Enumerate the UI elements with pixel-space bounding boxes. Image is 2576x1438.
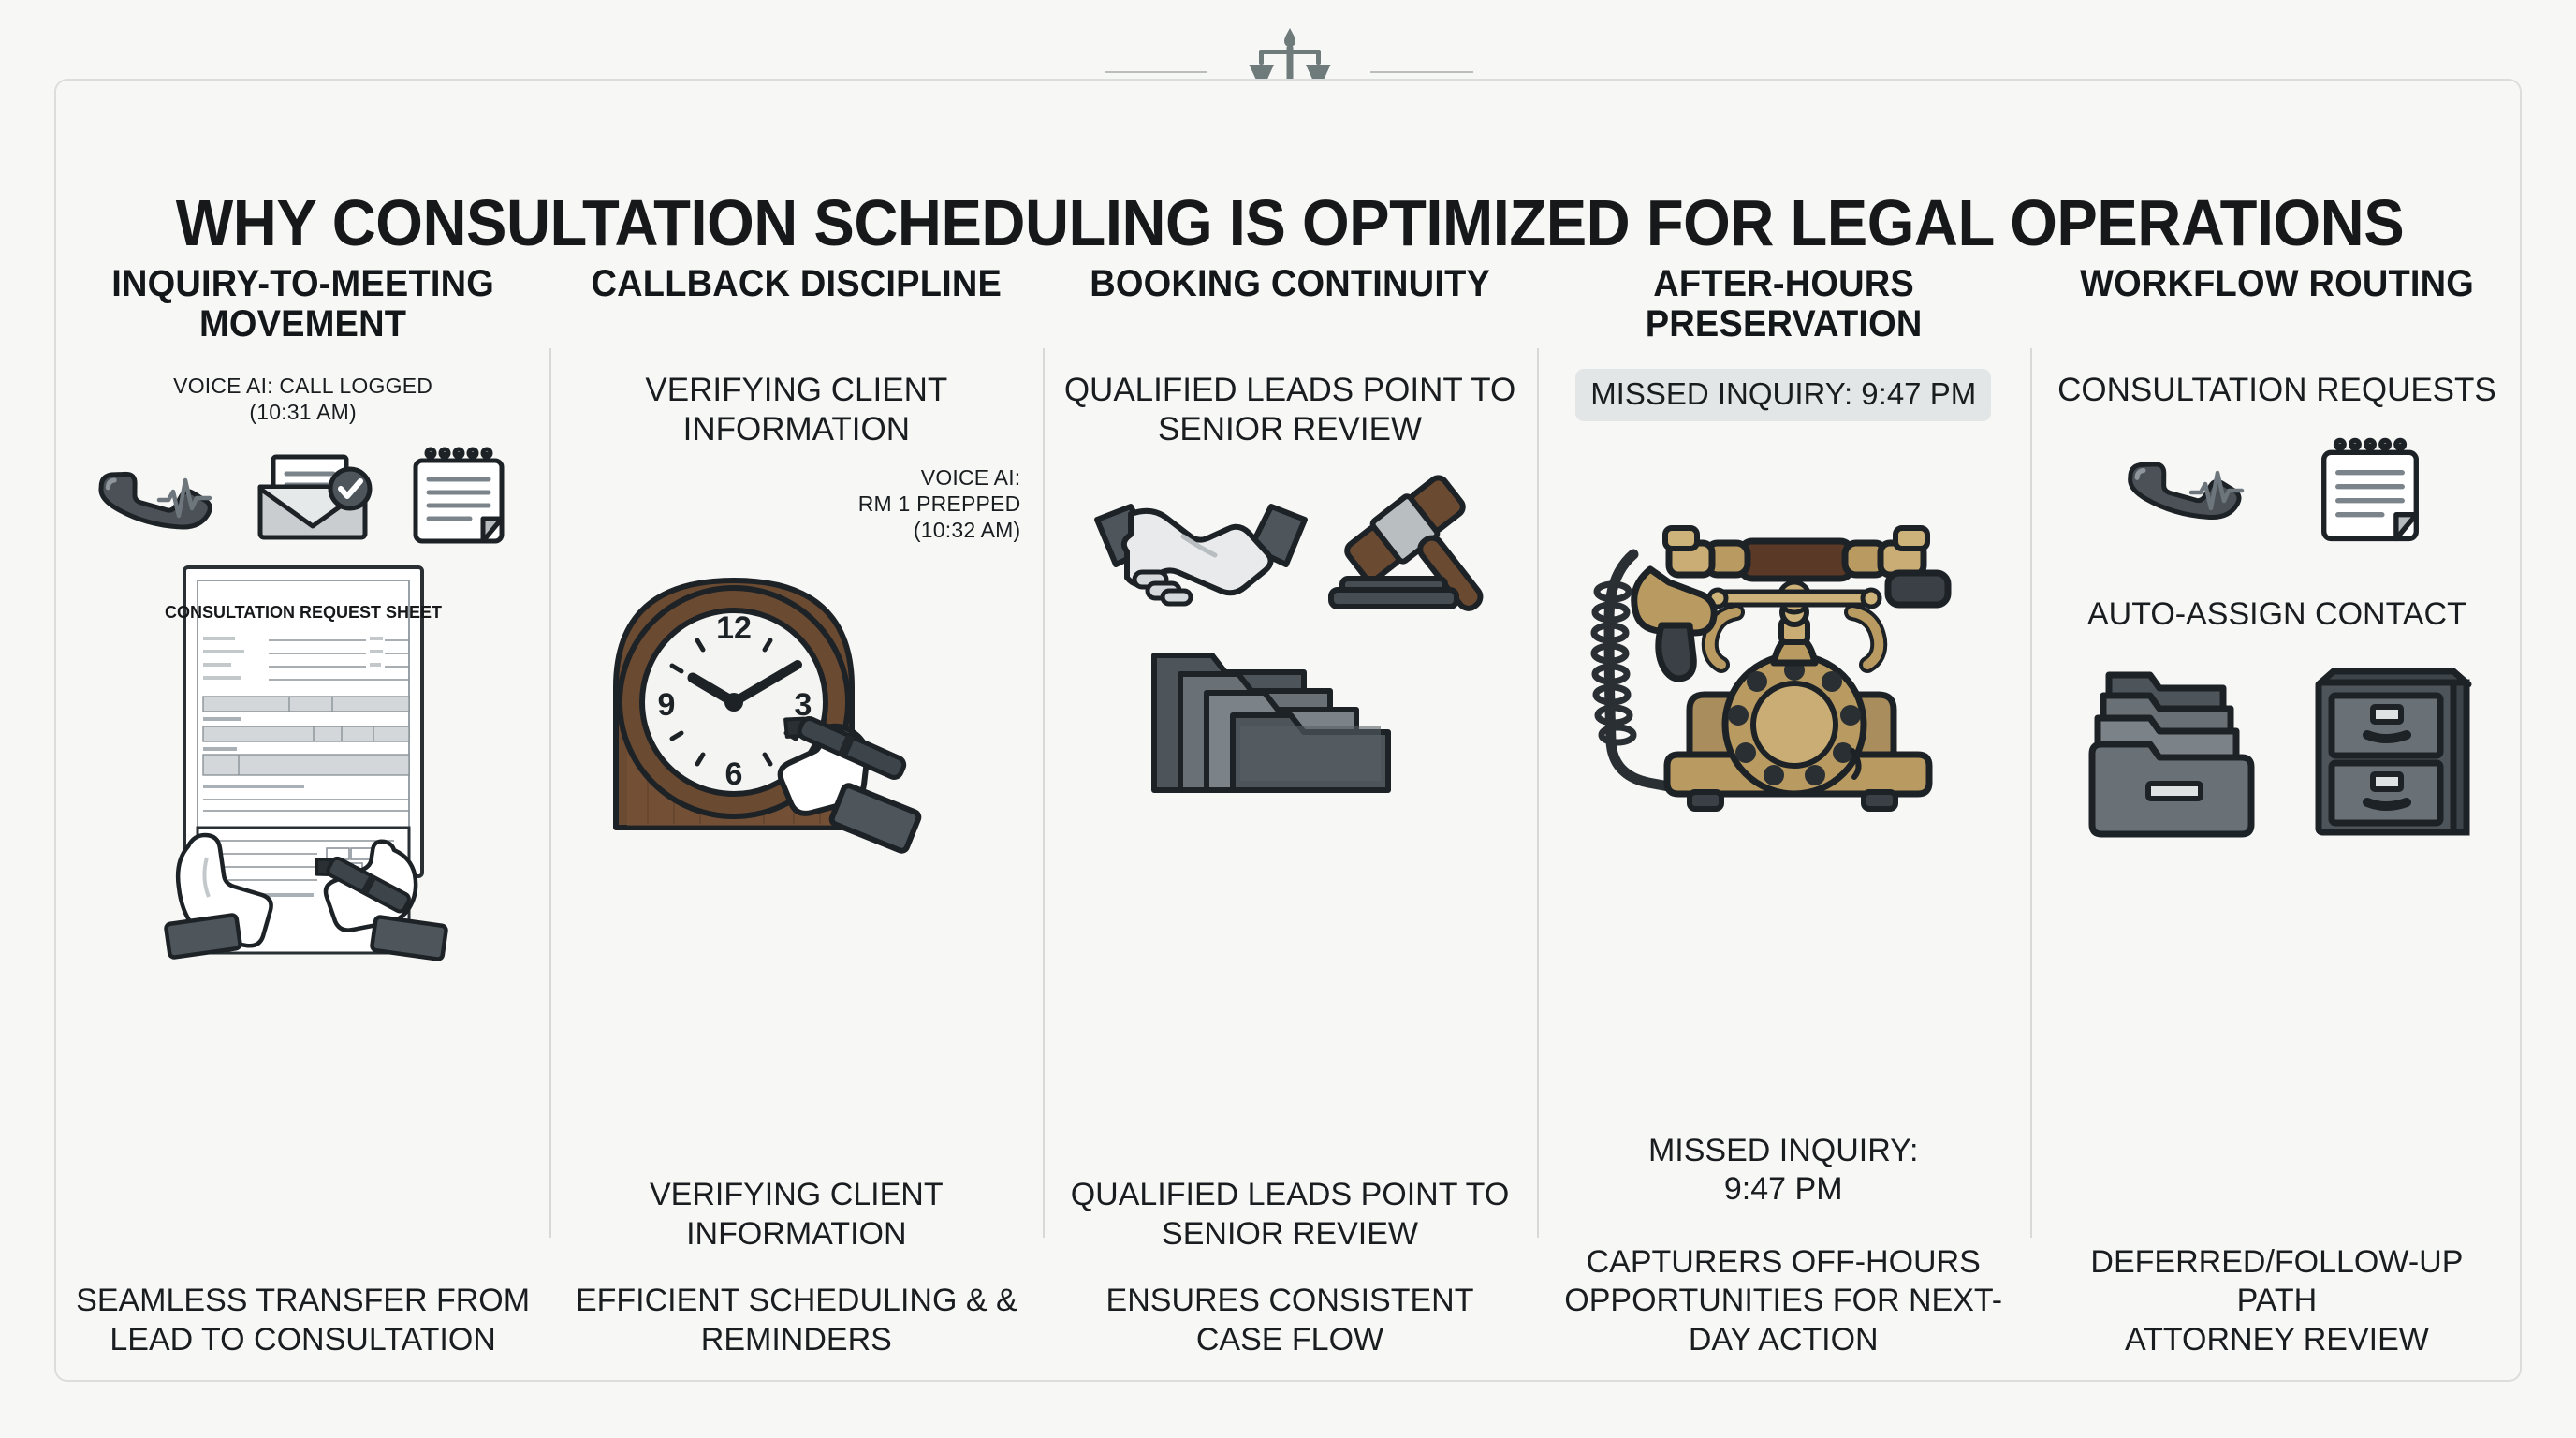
voice-ai-annotation-line1: VOICE AI:	[920, 465, 1021, 490]
column-booking-continuity: BOOKING CONTINUITY QUALIFIED LEADS POINT…	[1043, 263, 1536, 1359]
column1-icon-row	[92, 446, 515, 549]
column-title: BOOKING CONTINUITY	[1090, 263, 1490, 304]
column-caption: DEFERRED/FOLLOW-UP PATH ATTORNEY REVIEW	[2047, 1243, 2507, 1359]
column-caption: EFFICIENT SCHEDULING & & REMINDERS	[575, 1283, 1017, 1357]
voice-ai-annotation-line2: RM 1 PREPPED	[857, 492, 1021, 517]
emblem-rule-right	[1370, 71, 1473, 73]
caption-line2: ATTORNEY REVIEW	[2124, 1321, 2429, 1357]
form-title: CONSULTATION REQUEST SHEET	[165, 603, 442, 622]
column-mid-text: VERIFYING CLIENT INFORMATION	[650, 1177, 944, 1252]
page-title: WHY CONSULTATION SCHEDULING IS OPTIMIZED…	[175, 186, 2405, 259]
column-caption: SEAMLESS TRANSFER FROM LEAD TO CONSULTAT…	[76, 1283, 531, 1357]
antique-rotary-telephone-illustration	[1587, 442, 1980, 816]
clock-numeral-9: 9	[657, 687, 675, 723]
file-folders-icon	[1135, 629, 1444, 807]
column-after-hours-preservation: AFTER-HOURS PRESERVATION MISSED INQUIRY:…	[1536, 263, 2030, 1359]
status-badge: MISSED INQUIRY: 9:47 PM	[1575, 369, 1992, 421]
column-lead: VERIFYING CLIENT INFORMATION	[645, 372, 948, 448]
caption-line1: DEFERRED/FOLLOW-UP PATH	[2090, 1243, 2464, 1319]
envelope-check-icon	[257, 454, 373, 540]
gavel-icon	[1328, 475, 1484, 611]
column-lead: QUALIFIED LEADS POINT TO SENIOR REVIEW	[1063, 372, 1516, 448]
column-grid: INQUIRY-TO-MEETING MOVEMENT VOICE AI: CA…	[56, 263, 2524, 1359]
column-title: AFTER-HOURS PRESERVATION	[1645, 263, 1923, 345]
file-folder-stack-icon	[2088, 671, 2255, 838]
notepad-icon	[413, 447, 505, 544]
clock-numeral-12: 12	[716, 610, 752, 646]
column-caption: CAPTURERS OFF-HOURS OPPORTUNITIES FOR NE…	[1564, 1243, 2003, 1357]
voice-ai-annotation-line2: (10:31 AM)	[249, 400, 357, 425]
emblem-rule-left	[1105, 71, 1208, 73]
clock-numeral-6: 6	[724, 756, 742, 792]
column-title: WORKFLOW ROUTING	[2079, 263, 2474, 304]
phone-waveform-icon	[98, 472, 212, 530]
hand-with-pen-icon	[777, 716, 922, 854]
column-mid-text: QUALIFIED LEADS POINT TO SENIOR REVIEW	[1070, 1177, 1510, 1252]
voice-ai-annotation-line1: VOICE AI: CALL LOGGED	[173, 374, 433, 398]
filing-cabinet-icon	[2315, 668, 2472, 836]
column-title: CALLBACK DISCIPLINE	[591, 263, 1003, 304]
mantel-clock-illustration: 12 3 6 9	[595, 547, 998, 856]
column-mid-text: MISSED INQUIRY: 9:47 PM	[1648, 1132, 1918, 1210]
column-mid-text: AUTO-ASSIGN CONTACT	[2086, 596, 2466, 632]
phone-waveform-icon	[2128, 462, 2245, 521]
column5-storage-icon-row	[2083, 662, 2472, 840]
column-workflow-routing: WORKFLOW ROUTING CONSULTATION REQUESTS	[2029, 263, 2524, 1359]
column-caption: ENSURES CONSISTENT CASE FLOW	[1105, 1283, 1474, 1357]
handshake-icon	[1094, 504, 1308, 607]
column5-icon-row	[2122, 434, 2431, 547]
clock-numeral-3: 3	[794, 687, 812, 723]
voice-ai-annotation-line3: (10:32 AM)	[913, 518, 1021, 543]
column-inquiry-to-meeting-movement: INQUIRY-TO-MEETING MOVEMENT VOICE AI: CA…	[56, 263, 549, 1359]
column-title: INQUIRY-TO-MEETING MOVEMENT	[111, 263, 494, 345]
column-callback-discipline: CALLBACK DISCIPLINE VERIFYING CLIENT INF…	[549, 263, 1043, 1359]
notepad-icon	[2321, 437, 2420, 542]
column-lead: CONSULTATION REQUESTS	[2057, 372, 2496, 408]
mid-text-line2: 9:47 PM	[1723, 1171, 1843, 1208]
column3-icon-row	[1093, 475, 1486, 612]
consultation-form-illustration: CONSULTATION REQUEST SHEET	[149, 560, 458, 961]
mid-text-line1: MISSED INQUIRY:	[1647, 1132, 1919, 1168]
poster-frame: WHY CONSULTATION SCHEDULING IS OPTIMIZED…	[54, 79, 2522, 1382]
